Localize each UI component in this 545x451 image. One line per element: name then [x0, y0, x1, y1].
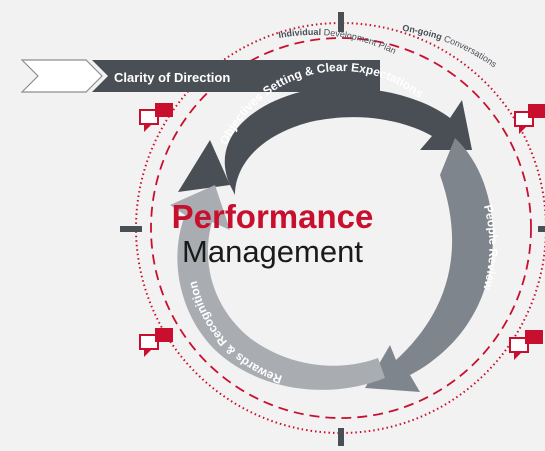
- inner-ring-bold: Individual: [278, 27, 322, 40]
- speech-bubble-icon: [514, 104, 545, 134]
- center-title-performance: Performance: [171, 198, 374, 235]
- clarity-label: Clarity of Direction: [114, 70, 230, 85]
- bottom-tick: [338, 428, 344, 446]
- speech-bubble-icon: [139, 328, 173, 357]
- top-tick: [338, 12, 344, 32]
- outer-ring-rest: Conversations: [443, 33, 500, 69]
- rewards-arc: [170, 185, 385, 390]
- right-tick: [538, 226, 545, 232]
- objectives-arc: [224, 87, 472, 195]
- center-title-management: Management: [182, 234, 363, 269]
- people-review-arc: [365, 138, 493, 392]
- people-review-label: People Review: [480, 203, 500, 292]
- inner-ring-label: Individual Development Plan: [278, 27, 398, 56]
- speech-bubble-icon: [139, 103, 173, 132]
- objectives-arrowhead: [178, 140, 230, 192]
- chevron-outline-icon: [20, 59, 103, 93]
- outer-ring-label: On-going Conversations: [402, 23, 499, 70]
- development-plan-ring: [150, 37, 532, 419]
- inner-ring-rest: Development Plan: [323, 27, 397, 56]
- left-tick: [120, 226, 142, 232]
- speech-bubble-icon: [509, 330, 543, 360]
- clarity-arrow-banner: [92, 60, 380, 92]
